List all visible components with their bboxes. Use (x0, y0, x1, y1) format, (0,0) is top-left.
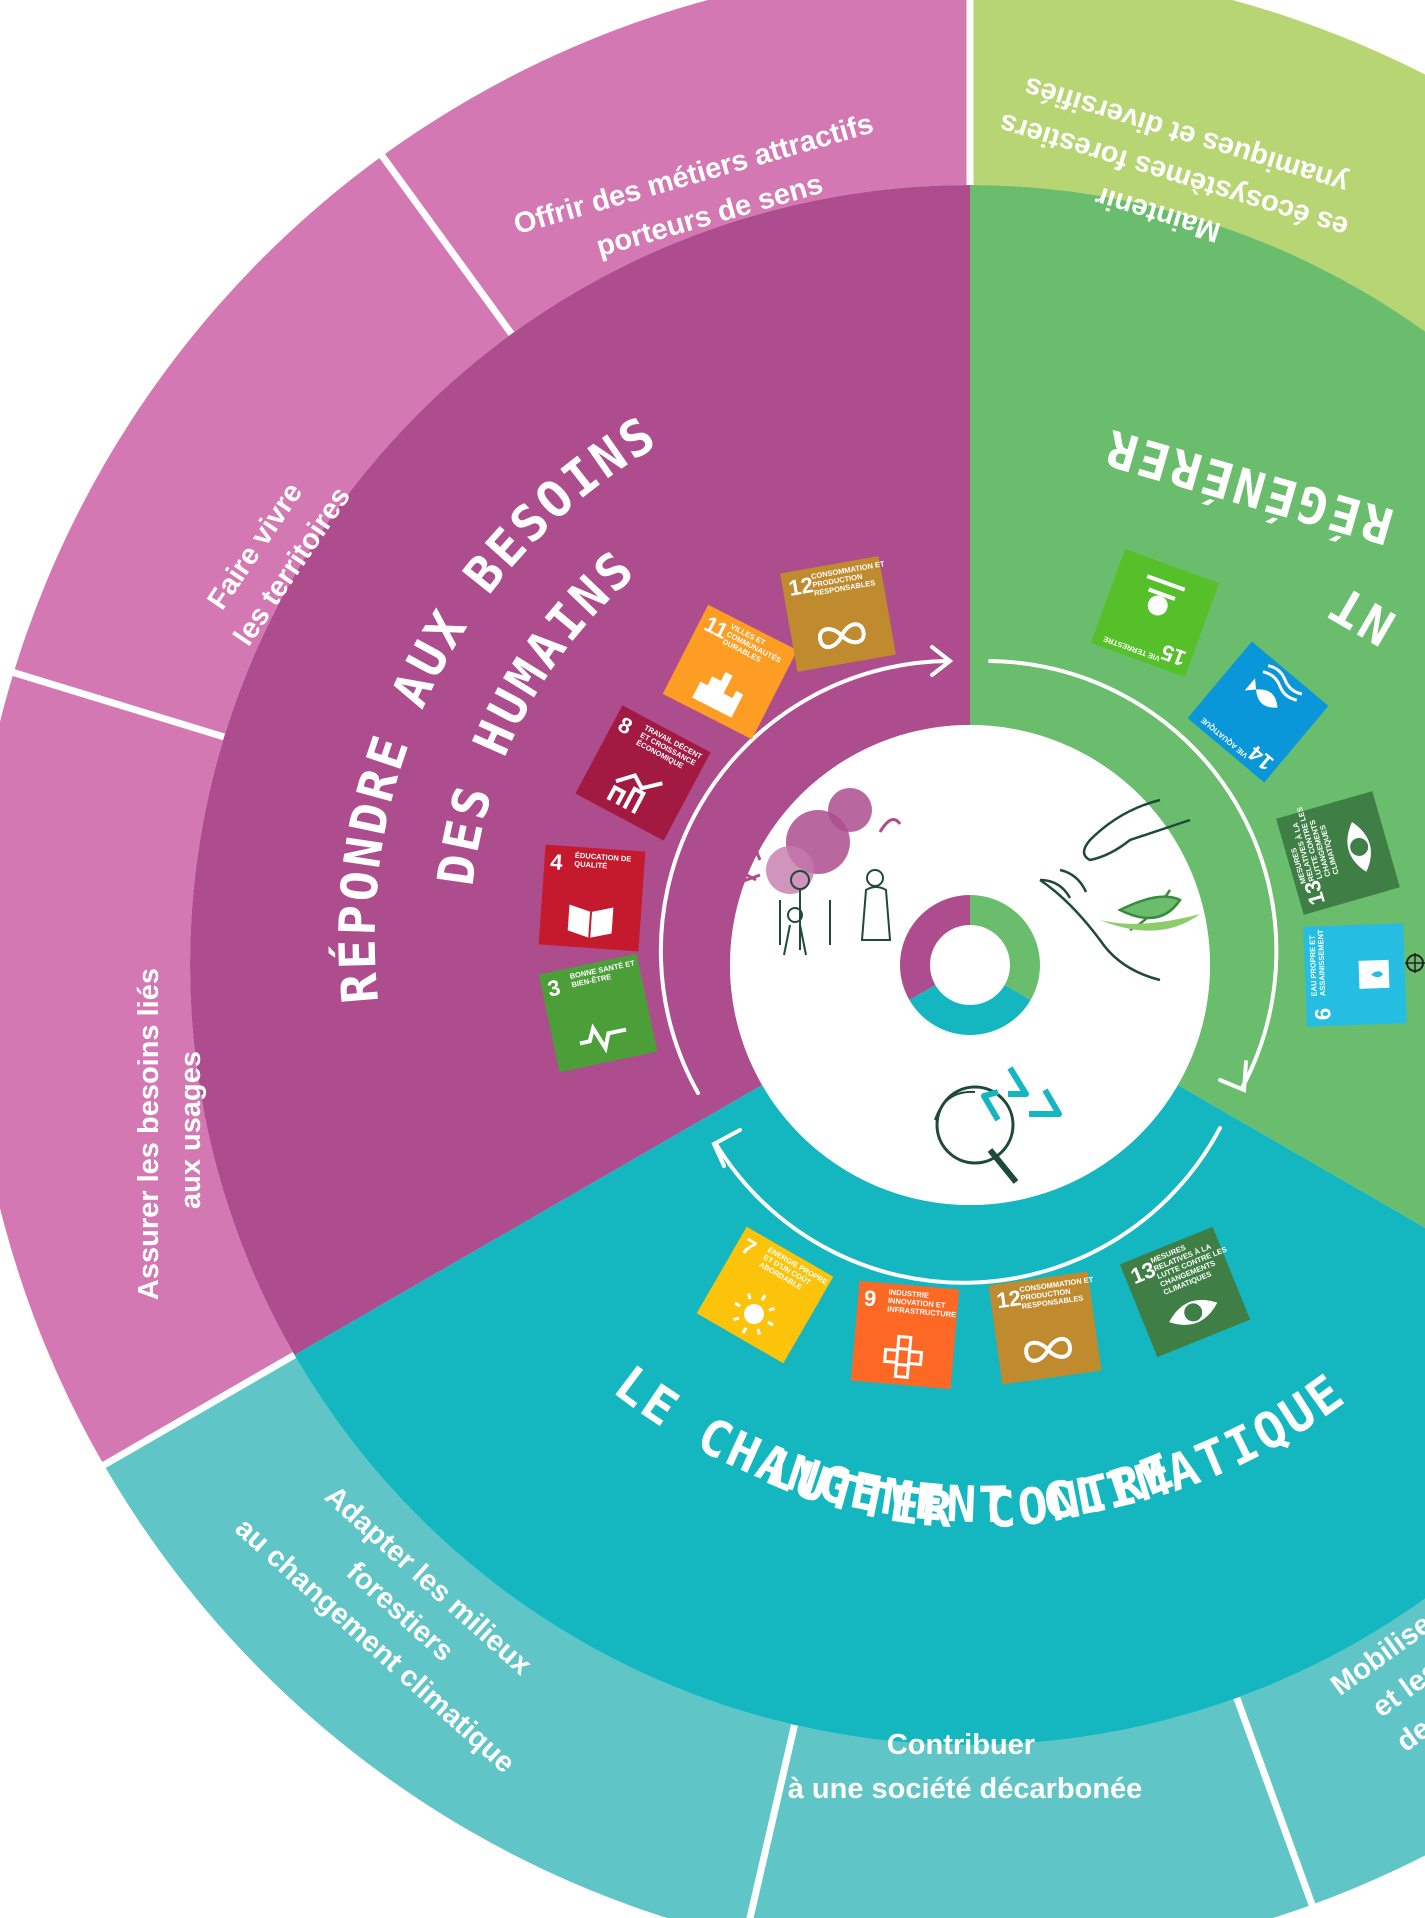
target-pink (900, 895, 970, 1000)
sdg-label: MESURESRELATIVES À LALUTTE CONTRE LESCHA… (1149, 1229, 1234, 1297)
sdg-badge-background (1119, 1226, 1251, 1358)
sdg-badge-background (538, 953, 658, 1073)
city-icon (692, 671, 744, 718)
outer-divider-4 (0, 664, 226, 741)
outer-divider-6 (1233, 1696, 1321, 1918)
people-plants-icon (737, 788, 902, 956)
water-icon (1358, 959, 1390, 989)
inner-sector-pink (190, 185, 970, 1355)
sdg-badge-background (1276, 791, 1400, 915)
chart-icon (606, 773, 663, 814)
sdg-badge-background (575, 705, 711, 841)
sdg-badge-background (538, 844, 646, 952)
sdg-number: 9 (863, 1285, 877, 1311)
arrow-teal-head (711, 1128, 742, 1168)
inner-sector-teal (294, 1085, 1425, 1745)
arrow-green (988, 659, 1279, 1090)
infinity-icon (1024, 1336, 1072, 1363)
infinity-icon (818, 622, 866, 649)
outer-sector-teal (103, 1355, 1425, 1918)
book-icon (567, 904, 614, 938)
fish-icon (1244, 664, 1303, 708)
contribuer-label: Contribuer à une société décarbonée (788, 1729, 1143, 1805)
sdg-number: 4 (550, 849, 565, 875)
outer-divider-5 (746, 1724, 798, 1918)
target-teal (909, 985, 1031, 1035)
cycle-arrows (658, 645, 1279, 1285)
arrow-teal (714, 1126, 1222, 1285)
sdg-number: 12 (787, 572, 815, 601)
sdg-badge-4-pink: 4 ÉDUCATION DEQUALITÉ (538, 844, 646, 952)
recycle-magnifier-icon (934, 1066, 1062, 1184)
sdg-badge-background (780, 556, 896, 672)
sdg-badge-background (1187, 641, 1329, 783)
arrow-green-head (1218, 1060, 1248, 1093)
eye-icon (1347, 821, 1371, 872)
outer-divider-3 (367, 137, 515, 337)
cubes-icon (883, 1334, 924, 1379)
sdg-number: 12 (995, 1285, 1023, 1313)
outer-divider-2 (84, 1351, 297, 1479)
outer-sector-pink (0, 0, 970, 1465)
outer-sector-green (970, 0, 1425, 332)
target-icon (900, 895, 1041, 1035)
sun-icon (733, 1293, 775, 1335)
heartbeat-icon (579, 1023, 627, 1054)
arrow-pink (658, 659, 950, 1095)
tree-icon (1146, 574, 1186, 616)
center-disc (730, 725, 1210, 1205)
crosshair-icon (1405, 953, 1425, 973)
hands-seedling-icon (1039, 798, 1200, 982)
sdg-badge-background (850, 1280, 960, 1390)
sdg-badge-background (988, 1271, 1102, 1385)
eye-icon (1169, 1299, 1218, 1325)
sdg-number: 3 (545, 975, 562, 1002)
assurer-label: Assurer les besoins liés aux usages (133, 960, 207, 1300)
sdg-badge-background (1303, 923, 1407, 1027)
sdg-label: ÉDUCATION DEQUALITÉ (574, 851, 632, 872)
sdg-label: EAU PROPRE ETASSAINISSEMENT (1307, 929, 1327, 997)
sdg-number: 6 (1310, 1007, 1335, 1020)
arrow-pink-head (930, 645, 954, 677)
target-green (970, 895, 1041, 1000)
sdg-badge-6-green: 6 EAU PROPRE ETASSAINISSEMENT (1303, 923, 1407, 1027)
sdg-badge-background (662, 604, 798, 740)
